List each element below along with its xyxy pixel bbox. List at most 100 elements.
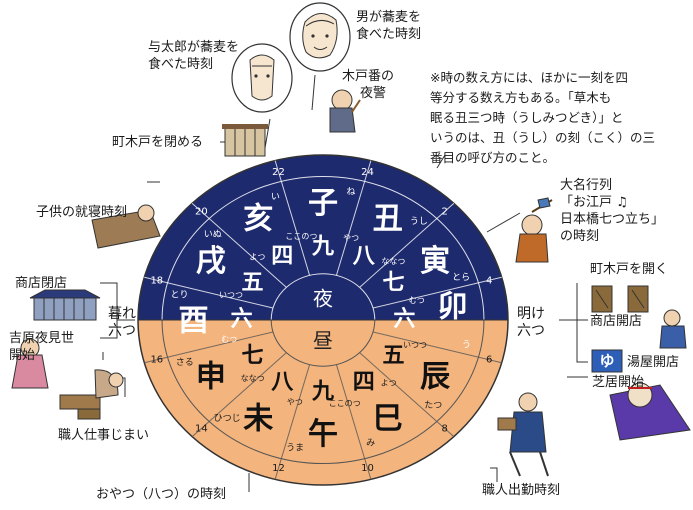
footnote-line: 番目の呼び方のこと。	[430, 150, 556, 165]
bell-count: 四	[271, 244, 293, 269]
zodiac-reading: とり	[171, 290, 189, 301]
bell-count: 七	[382, 271, 404, 296]
hour-number: 6	[486, 355, 492, 366]
hour-number: 20	[195, 206, 208, 217]
zodiac-char: 午	[308, 417, 338, 452]
bell-count: 五	[382, 343, 404, 368]
label-daimyo-2: 「お江戸 ♫	[560, 195, 628, 210]
zodiac-char: 酉	[179, 304, 209, 339]
zodiac-reading: うし	[410, 216, 428, 227]
craftsman-finishing-figure	[59, 369, 124, 420]
label-bath-open: 湯屋開店	[627, 355, 680, 370]
footnote-line: いうのは、丑（うし）の刻（こく）の三	[430, 130, 656, 145]
bell-count: 七	[241, 343, 263, 368]
bell-count: 八	[271, 370, 294, 395]
shop-front	[29, 289, 101, 321]
bell-count: 六	[393, 307, 415, 332]
zodiac-char: 亥	[243, 201, 273, 236]
zodiac-char: 寅	[420, 244, 450, 279]
thought-bubble-man	[289, 2, 351, 111]
sleeping-child-figure	[91, 204, 161, 249]
hour-number: 12	[272, 463, 285, 474]
zodiac-reading: たつ	[424, 400, 442, 411]
label-ake: 明け	[517, 306, 545, 322]
label-shop-close: 商店閉店	[15, 276, 68, 291]
label-kure: 暮れ	[108, 306, 136, 322]
zodiac-reading: ね	[346, 187, 355, 198]
bell-count: 九	[311, 234, 334, 259]
hour-number: 8	[441, 424, 447, 435]
thought-bubble-yotaro	[231, 43, 293, 149]
label-ake-2: 六つ	[517, 323, 545, 339]
bell-reading: ここのつ	[285, 232, 317, 241]
bathhouse-sign	[591, 349, 623, 373]
bell-reading: むつ	[409, 296, 425, 305]
zodiac-char: 巳	[373, 402, 403, 437]
bell-reading: やつ	[343, 233, 359, 242]
watchman-figure	[329, 89, 361, 133]
shopkeeper-figure	[659, 309, 687, 349]
hour-number: 22	[272, 167, 285, 178]
day-half	[138, 320, 508, 485]
zodiac-char: 戌	[196, 244, 226, 279]
zodiac-char: 丑	[373, 201, 403, 236]
kabuki-actor-figure	[609, 382, 691, 441]
footnote-line: 等分する数え方もある。「草木も	[430, 90, 612, 105]
zodiac-reading: う	[462, 339, 471, 350]
label-daimyo-3: 日本橋七つ立ち」	[560, 212, 665, 227]
label-kure-2: 六つ	[108, 323, 136, 339]
zodiac-reading: み	[366, 438, 375, 449]
label-yotaro-soba-2: 食べた時刻	[148, 57, 214, 72]
courtesan-figure	[11, 338, 49, 389]
bell-count: 八	[353, 244, 376, 269]
hour-number: 4	[486, 275, 492, 286]
bell-reading: よつ	[249, 253, 265, 262]
label-craft-end: 職人仕事じまい	[58, 428, 150, 443]
label-yotaro-soba: 与太郎が蕎麦を	[148, 40, 240, 55]
hour-number: 10	[361, 463, 374, 474]
bell-reading: ななつ	[241, 374, 265, 383]
zodiac-char: 卯	[438, 290, 468, 325]
bell-reading: ななつ	[381, 257, 405, 266]
bell-reading: むつ	[221, 335, 237, 344]
illustrations: ゆ	[11, 2, 691, 477]
center-day-label: 昼	[313, 329, 333, 353]
label-daimyo-4: の時刻	[560, 229, 600, 244]
zodiac-char: 子	[308, 186, 338, 221]
zodiac-reading: ひつじ	[214, 413, 241, 424]
label-child-bedtime: 子供の就寝時刻	[36, 205, 128, 220]
zodiac-reading: いぬ	[204, 229, 222, 240]
zodiac-reading: い	[271, 192, 280, 202]
hour-number: 18	[150, 275, 163, 286]
label-craft-start: 職人出勤時刻	[482, 483, 561, 498]
bell-reading: いつつ	[219, 290, 243, 299]
label-gate-close: 町木戸を閉める	[112, 135, 204, 150]
label-yoshiwara-2: 開始	[9, 348, 36, 363]
bell-reading: やつ	[287, 398, 303, 407]
label-night-watch-2: 夜警	[360, 86, 387, 101]
bell-reading: いつつ	[403, 341, 427, 350]
label-daimyo: 大名行列	[560, 178, 613, 193]
label-shop-open: 商店開店	[590, 314, 643, 329]
hour-number: 24	[361, 167, 374, 178]
bell-count: 四	[353, 370, 375, 395]
footnote: ※時の数え方には、ほかに一刻を四 等分する数え方もある。「草木も 眠る丑三つ時（…	[430, 68, 685, 168]
hour-number: 14	[195, 424, 208, 435]
label-man-soba-2: 食べた時刻	[356, 27, 422, 42]
bath-sign-text: ゆ	[599, 352, 614, 370]
zodiac-reading: うま	[286, 442, 304, 453]
hour-number: 16	[150, 355, 163, 366]
label-theater-open: 芝居開始	[592, 375, 645, 390]
night-half	[138, 155, 508, 320]
bell-count: 六	[231, 307, 253, 332]
footnote-line: ※時の数え方には、ほかに一刻を四	[430, 70, 628, 85]
wooden-gate-closed	[222, 124, 268, 157]
label-man-soba: 男が蕎麦を	[356, 10, 422, 25]
zodiac-char: 未	[243, 402, 273, 437]
wheel-text: 夜昼子ね九ここのつ24丑うし八やつ2寅とら七ななつ4卯う六むつ6辰たつ五いつつ8…	[150, 167, 492, 474]
bell-count: 五	[241, 271, 263, 296]
label-night-watch: 木戸番の	[342, 69, 395, 84]
label-snack-time: おやつ（八つ）の時刻	[96, 487, 227, 502]
